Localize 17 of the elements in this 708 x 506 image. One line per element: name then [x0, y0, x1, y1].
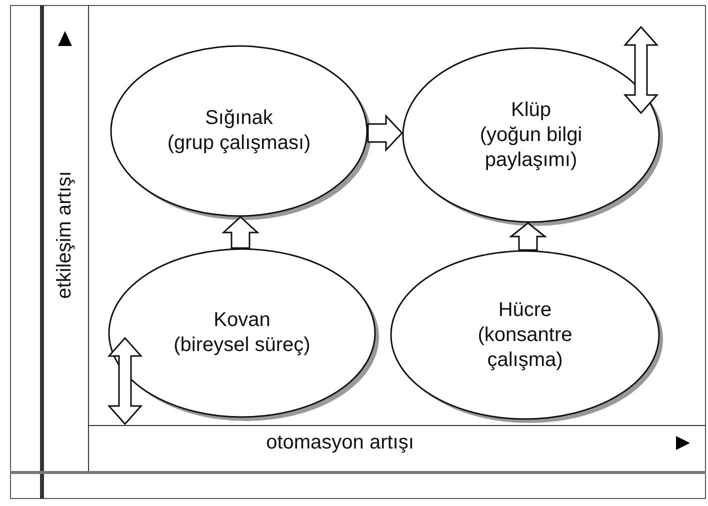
- node-description: (konsantre çalışma): [476, 322, 574, 372]
- node-description: (yoğun bilgi paylaşımı): [478, 122, 584, 172]
- block-arrow: [222, 216, 260, 249]
- node-description: (grup çalışması): [167, 131, 311, 156]
- axis-label: otomasyon artışı: [266, 432, 414, 454]
- node-title: Sığınak: [205, 106, 273, 131]
- node-description: (bireysel süreç): [174, 333, 310, 358]
- ellipse-node: [108, 248, 376, 418]
- axis-label: etkileşim artışı: [54, 171, 76, 299]
- node-title: Klüp: [510, 98, 552, 122]
- block-arrow: [367, 114, 404, 152]
- ellipse-node: [110, 45, 368, 217]
- ellipse-node: [402, 47, 660, 223]
- node-title: Hücre: [498, 298, 552, 322]
- block-arrow: [508, 222, 548, 251]
- ellipse-node: [390, 250, 660, 420]
- node-title: Kovan: [214, 308, 270, 333]
